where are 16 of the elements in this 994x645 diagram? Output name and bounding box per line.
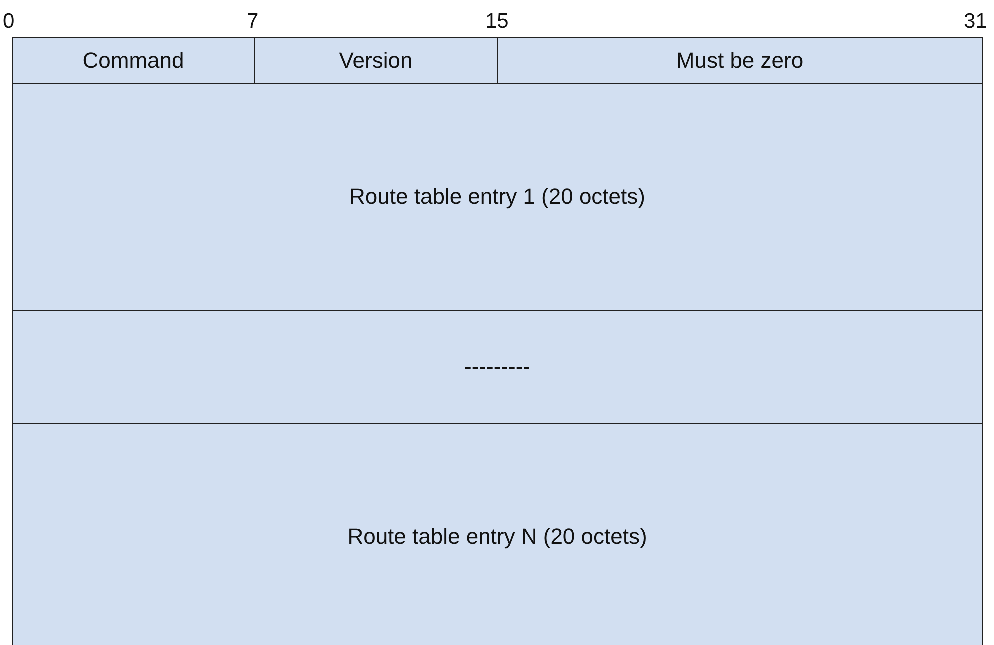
field-box xyxy=(12,83,983,311)
field-name: Version xyxy=(339,48,413,74)
field-name: Must be zero xyxy=(676,48,804,74)
field-name: Command xyxy=(82,48,184,74)
field-box xyxy=(254,37,498,84)
field-name: --------- xyxy=(464,354,530,380)
field-box xyxy=(12,423,983,645)
bit-number: 7 xyxy=(247,10,259,34)
bit-number: 15 xyxy=(486,10,509,34)
bit-number: 0 xyxy=(3,10,15,34)
field-box xyxy=(12,37,255,84)
bit-number: 31 xyxy=(964,10,988,34)
field-box xyxy=(497,37,983,84)
field-name: Route table entry 1 (20 octets) xyxy=(350,184,646,210)
field-box xyxy=(12,310,983,424)
field-name: Route table entry N (20 octets) xyxy=(348,524,648,550)
